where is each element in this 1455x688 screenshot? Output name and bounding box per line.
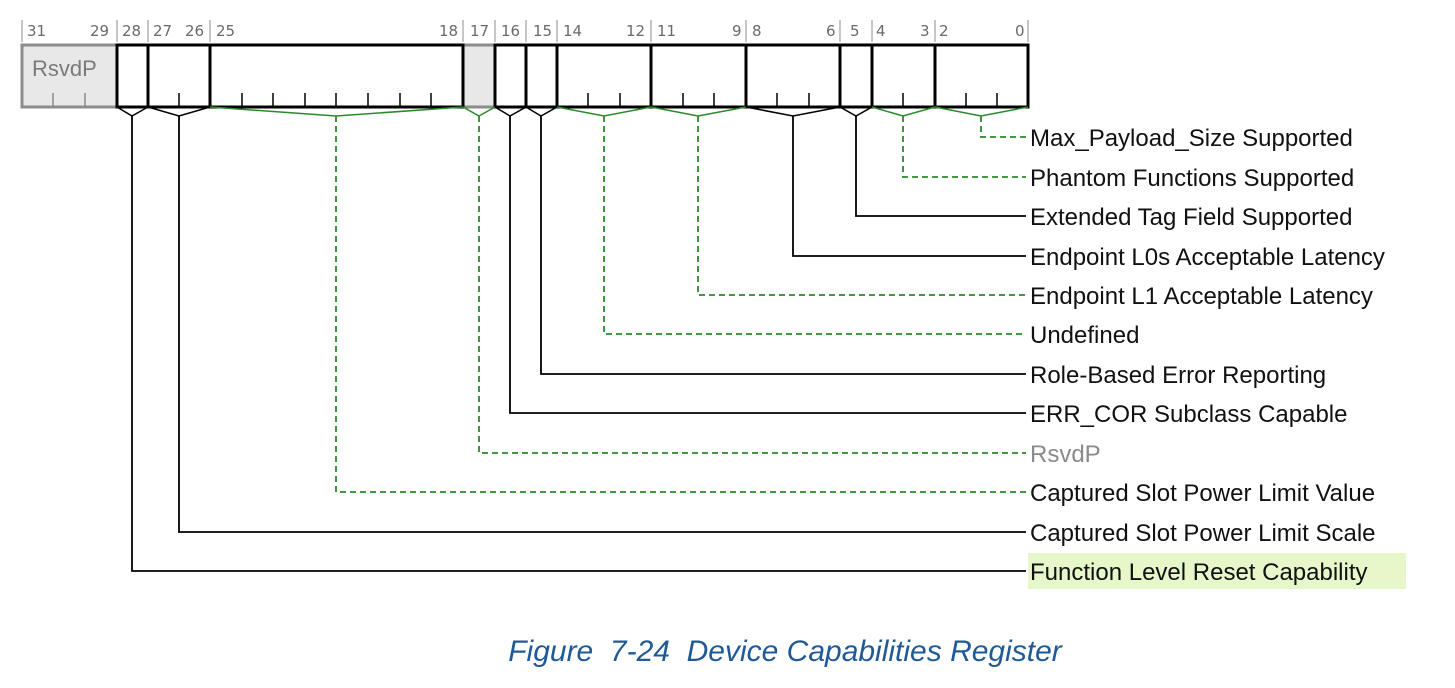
bit-number: 25 [216,22,235,40]
field-label-max-payload-size: Max_Payload_Size Supported [1030,125,1353,152]
bit-number: 26 [185,22,204,40]
field-box-15 [524,43,559,109]
bit-number: 0 [1015,22,1025,40]
connector-lines [131,116,1026,572]
bit-number: 9 [732,22,742,40]
field-box-14-12 [555,43,653,109]
bit-number: 28 [122,22,141,40]
field-label-undefined: Undefined [1030,322,1139,349]
bit-number: 8 [752,22,762,40]
bit-number: 17 [470,22,489,40]
field-label-phantom-functions: Phantom Functions Supported [1030,165,1354,192]
field-box-28 [115,43,150,109]
bit-number: 14 [563,22,582,40]
bit-number: 3 [920,22,930,40]
field-label-extended-tag: Extended Tag Field Supported [1030,204,1352,231]
field-label-role-based-error: Role-Based Error Reporting [1030,362,1326,389]
bit-number: 29 [90,22,109,40]
field-label-slot-power-scale: Captured Slot Power Limit Scale [1030,520,1376,547]
bit-number: 4 [876,22,886,40]
bit-number: 15 [533,22,552,40]
field-box-8-6 [744,43,842,109]
register-fields: RsvdP [20,43,1030,109]
field-label-function-level-reset: Function Level Reset Capability [1030,559,1368,586]
reserved-box-label: RsvdP [32,56,97,81]
bit-number: 2 [939,22,949,40]
reserved-field-17 [461,43,497,109]
bit-number: 11 [657,22,676,40]
field-box-2-0 [933,43,1030,109]
bit-number: 12 [626,22,645,40]
bit-number: 31 [27,22,46,40]
field-label-rsvdp: RsvdP [1030,441,1101,468]
bit-number: 27 [153,22,172,40]
bit-number-header: 31 29 28 27 26 25 18 17 16 15 14 12 11 9… [21,20,1029,42]
field-label-err-cor: ERR_COR Subclass Capable [1030,401,1347,428]
bit-number: 5 [850,22,860,40]
field-label-slot-power-value: Captured Slot Power Limit Value [1030,480,1375,507]
field-label-l0s-latency: Endpoint L0s Acceptable Latency [1030,244,1385,271]
field-label-l1-latency: Endpoint L1 Acceptable Latency [1030,283,1373,310]
label-highlight [1028,553,1406,589]
field-box-16 [493,43,528,109]
field-box-5 [838,43,874,109]
figure-caption: Figure 7-24 Device Capabilities Register [508,635,1063,668]
bit-number: 18 [439,22,458,40]
bit-number: 6 [826,22,836,40]
bit-number: 16 [501,22,520,40]
field-labels: Max_Payload_Size Supported Phantom Funct… [1030,125,1385,586]
field-box-11-9 [649,43,748,109]
